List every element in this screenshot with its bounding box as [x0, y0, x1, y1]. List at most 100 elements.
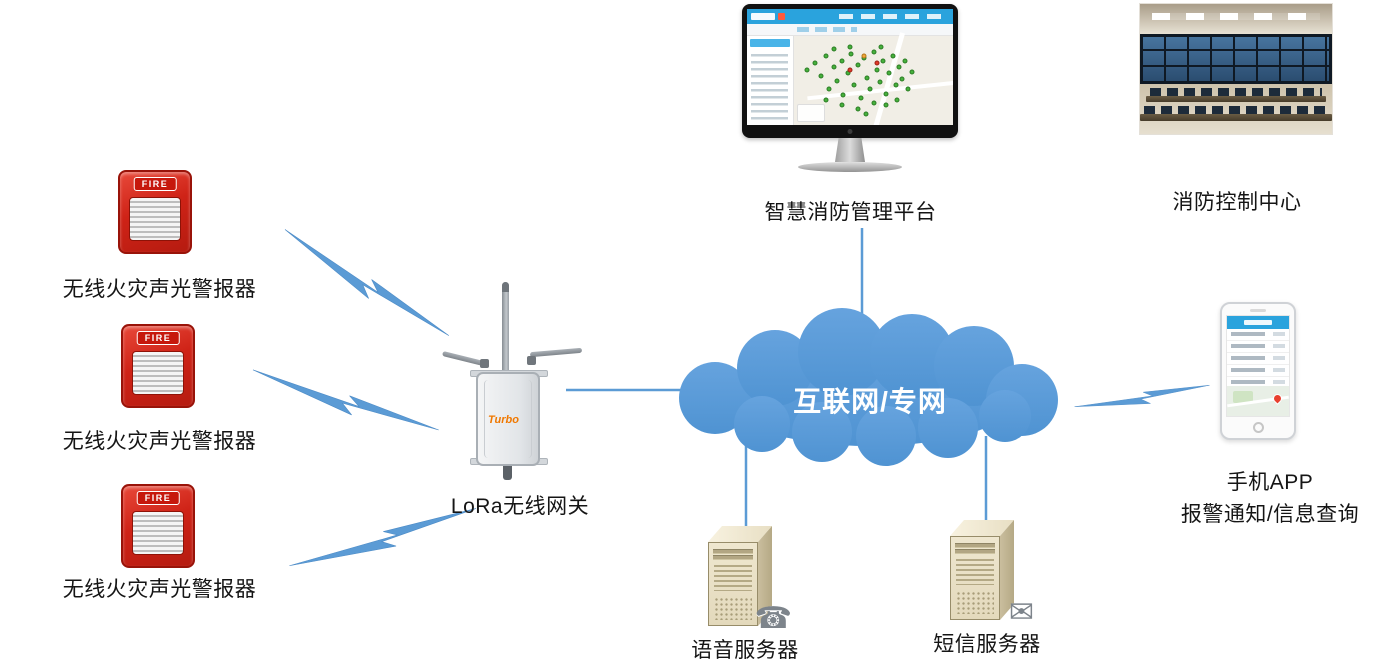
map-dot-green [823, 97, 829, 103]
monitor-stand-base [798, 162, 902, 172]
cloud-shape [679, 308, 1058, 466]
cloud-label: 互联网/专网 [793, 386, 947, 417]
alarm-2-label: 无线火灾声光警报器 [62, 430, 257, 453]
radio-bolts [252, 229, 1210, 567]
map-dot-green [858, 95, 864, 101]
map-dot-green [804, 67, 810, 73]
platform-monitor [742, 4, 958, 172]
gateway-bottom-connector [503, 466, 512, 480]
platform-sidebar-header [750, 39, 790, 47]
alarm-fire-text: FIRE [136, 491, 180, 505]
phone-app-list [1227, 329, 1289, 386]
server-drive-slot [955, 549, 995, 554]
server-side-face [758, 526, 772, 626]
server-vent-grid [714, 597, 752, 620]
monitor-stand-neck [835, 138, 865, 162]
alarm-fire-text: FIRE [136, 331, 180, 345]
lora-gateway-device: Turbo [440, 282, 600, 482]
map-dot-green [886, 70, 892, 76]
bolt-cloud-phone-icon [1074, 384, 1210, 407]
server-drive-slot [713, 555, 753, 560]
control-center-label: 消防控制中心 [1172, 191, 1302, 214]
operator-monitors-row [1144, 106, 1328, 114]
map-dot-orange [861, 53, 867, 59]
map-dot-green [871, 100, 876, 106]
control-center-videowall [1140, 34, 1332, 84]
alarm-fire-text: FIRE [133, 177, 177, 191]
phone-handset-icon: ☎ [754, 602, 792, 635]
phone-app-header [1227, 316, 1289, 329]
map-dot-green [826, 86, 832, 92]
phone-label-line2: 报警通知/信息查询 [1180, 503, 1360, 526]
bolt-alarm2-gateway-icon [252, 369, 439, 431]
phone-speaker-icon [1250, 309, 1266, 312]
gateway-panel-seams [484, 380, 532, 458]
platform-sidebar-tree [751, 54, 788, 121]
platform-label: 智慧消防管理平台 [764, 201, 937, 224]
map-dot-green [880, 58, 886, 64]
fire-alarm-device-3: FIRE [121, 484, 195, 568]
alarm-speaker-grille-icon [129, 197, 181, 241]
phone-home-button [1252, 422, 1264, 433]
map-dot-green [909, 69, 915, 75]
map-dot-green [863, 111, 869, 117]
map-dot-green [823, 53, 829, 59]
control-center-photo [1140, 4, 1332, 134]
control-center-room [1140, 84, 1332, 134]
gateway-label: LoRa无线网关 [450, 495, 590, 518]
alarm-body: FIRE [121, 484, 195, 568]
monitor-frame [742, 4, 958, 138]
map-dot-red [874, 60, 880, 66]
gateway-antenna-joint [527, 356, 536, 365]
gateway-brand-text: Turbo [488, 414, 519, 426]
alarm-speaker-grille-icon [132, 511, 184, 555]
platform-toolbar [747, 24, 953, 36]
map-dot-green [883, 102, 889, 108]
operator-desk [1140, 114, 1332, 121]
phone-app-title-bar [1244, 320, 1272, 325]
server-drive-slot [713, 549, 753, 554]
gateway-right-antenna-icon [529, 347, 583, 358]
map-dot-red [847, 67, 853, 73]
operator-desk [1146, 96, 1326, 102]
gateway-antenna-joint [480, 359, 489, 368]
phone-app-map [1227, 386, 1289, 416]
platform-map [794, 31, 953, 125]
server-vents [714, 565, 752, 591]
gateway-body: Turbo [476, 372, 540, 466]
alarm-3-label: 无线火灾声光警报器 [62, 578, 257, 601]
map-pin-icon [1271, 392, 1284, 405]
map-dot-green [855, 106, 861, 112]
envelope-icon: ✉ [1008, 596, 1034, 629]
map-legend [797, 104, 825, 122]
map-dot-green [896, 64, 902, 70]
map-dot-green [839, 102, 845, 108]
platform-screen [747, 9, 953, 125]
map-dot-green [871, 49, 876, 55]
map-dot-green [905, 86, 911, 92]
voice-server-device: ☎ [708, 526, 792, 634]
map-dot-green [840, 92, 846, 98]
map-dot-green [899, 76, 905, 82]
mobile-phone [1220, 302, 1296, 440]
platform-sidebar [747, 36, 794, 125]
map-dot-green [902, 58, 908, 64]
map-dot-green [818, 73, 824, 79]
server-front-panel [708, 542, 758, 626]
map-dot-green [834, 78, 840, 83]
map-dot-green [855, 62, 861, 68]
alarm-body: FIRE [118, 170, 192, 254]
map-dot-green [878, 44, 884, 50]
phone-app-list-text [1231, 332, 1265, 384]
bolt-alarm3-gateway-icon [289, 508, 477, 567]
map-dot-green [812, 60, 818, 66]
map-dot-green [851, 82, 857, 88]
server-front-panel [950, 536, 1000, 620]
map-dot-green [894, 97, 900, 103]
map-dot-green [839, 58, 845, 64]
server-drive-slot [955, 543, 995, 548]
map-dot-green [831, 46, 837, 52]
phone-label-line1: 手机APP [1226, 471, 1314, 494]
gateway-left-antenna-icon [442, 350, 484, 367]
